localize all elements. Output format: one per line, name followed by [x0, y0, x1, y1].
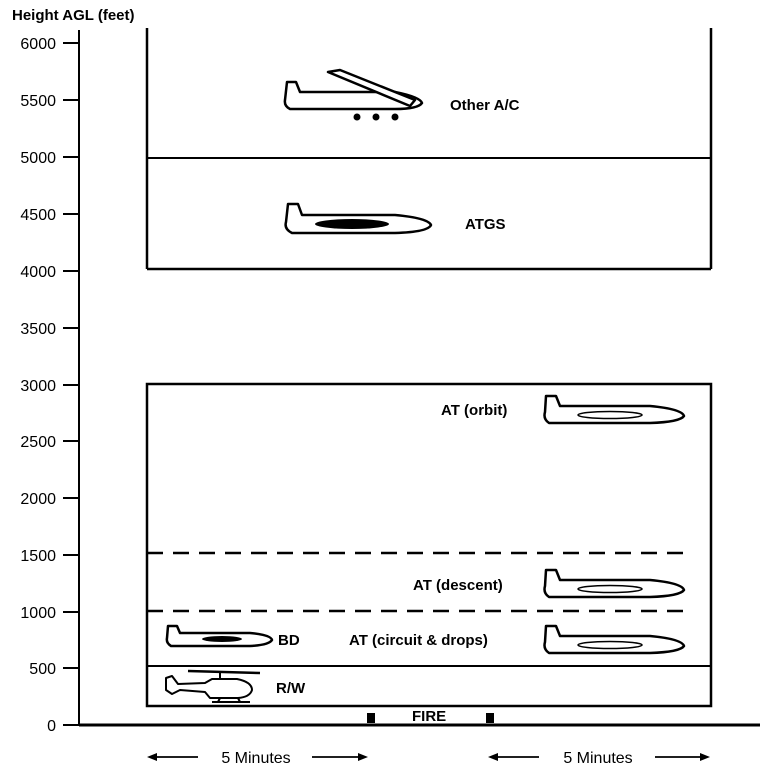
- axis-title: Height AGL (feet): [12, 7, 135, 24]
- bd-label: BD: [278, 632, 300, 649]
- time-label-left: 5 Minutes: [221, 750, 290, 767]
- tick-label: 5500: [20, 93, 56, 110]
- rw-label: R/W: [276, 680, 306, 697]
- at-circuit-aircraft-icon: [543, 624, 686, 655]
- tick-label: 1500: [20, 548, 56, 565]
- upper-airspace-box: [145, 28, 713, 271]
- bd-aircraft-icon: [165, 624, 274, 648]
- tick-label: 500: [29, 661, 56, 678]
- tick-label: 3500: [20, 321, 56, 338]
- tick-label: 6000: [20, 36, 56, 53]
- tick-label: 4000: [20, 264, 56, 281]
- time-arrow-right: [488, 753, 710, 761]
- tick-label: 2000: [20, 491, 56, 508]
- tick-label: 3000: [20, 378, 56, 395]
- at-orbit-label: AT (orbit): [441, 402, 507, 419]
- helicopter-icon: [165, 669, 261, 703]
- fire-marker-right: [486, 713, 494, 723]
- at-orbit-aircraft-icon: [543, 394, 686, 425]
- atgs-aircraft-icon: [284, 202, 433, 235]
- fire-label: FIRE: [412, 708, 446, 725]
- y-ticks: [63, 42, 79, 726]
- tick-label: 1000: [20, 605, 56, 622]
- other-aircraft-icon: [283, 68, 424, 121]
- other-ac-label: Other A/C: [450, 97, 520, 114]
- time-label-right: 5 Minutes: [563, 750, 632, 767]
- atgs-label: ATGS: [465, 216, 506, 233]
- tick-label: 4500: [20, 207, 56, 224]
- tick-label: 5000: [20, 150, 56, 167]
- at-circuit-label: AT (circuit & drops): [349, 632, 488, 649]
- tick-label: 0: [47, 718, 56, 735]
- time-arrow-left: [147, 753, 368, 761]
- y-tick-labels: 6000 5500 5000 4500 4000 3500 3000 2500 …: [20, 36, 56, 735]
- at-descent-aircraft-icon: [543, 568, 686, 599]
- lower-airspace-box: [145, 382, 713, 708]
- fire-marker-left: [367, 713, 375, 723]
- at-descent-label: AT (descent): [413, 577, 503, 594]
- tick-label: 2500: [20, 434, 56, 451]
